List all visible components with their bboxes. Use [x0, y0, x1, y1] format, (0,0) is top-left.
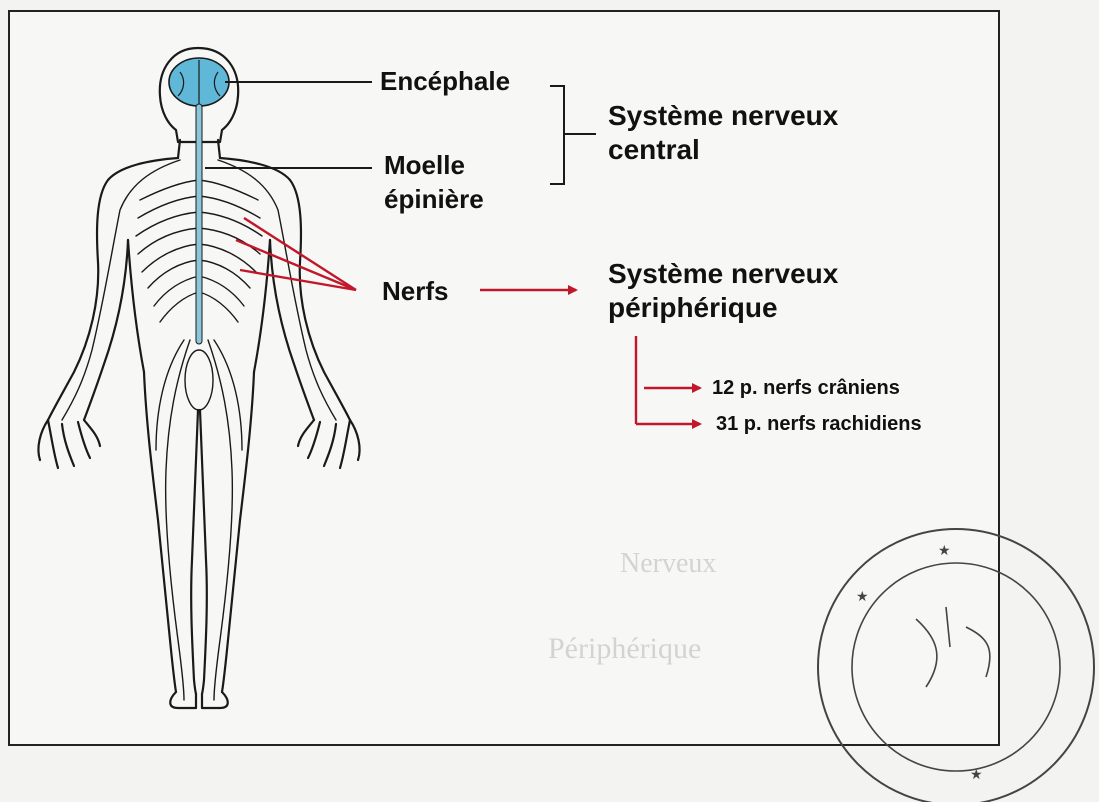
label-snp-line1: Système nerveux	[608, 258, 838, 290]
label-epiniere: épinière	[384, 184, 484, 215]
svg-text:★: ★	[970, 767, 983, 783]
label-encephale: Encéphale	[380, 66, 510, 97]
label-cranial-nerves: 12 p. nerfs crâniens	[712, 377, 900, 400]
spinal-cord	[196, 104, 202, 344]
official-stamp: ★ ★ ★	[818, 529, 1094, 802]
label-spinal-nerves: 31 p. nerfs rachidiens	[716, 413, 922, 436]
label-snc-line1: Système nerveux	[608, 100, 838, 132]
brain-encephale	[169, 58, 229, 106]
label-moelle: Moelle	[384, 150, 465, 181]
svg-text:★: ★	[938, 543, 951, 559]
svg-text:★: ★	[856, 589, 869, 605]
label-nerfs: Nerfs	[382, 276, 448, 307]
label-snp-line2: périphérique	[608, 292, 778, 324]
label-snc-line2: central	[608, 134, 700, 166]
